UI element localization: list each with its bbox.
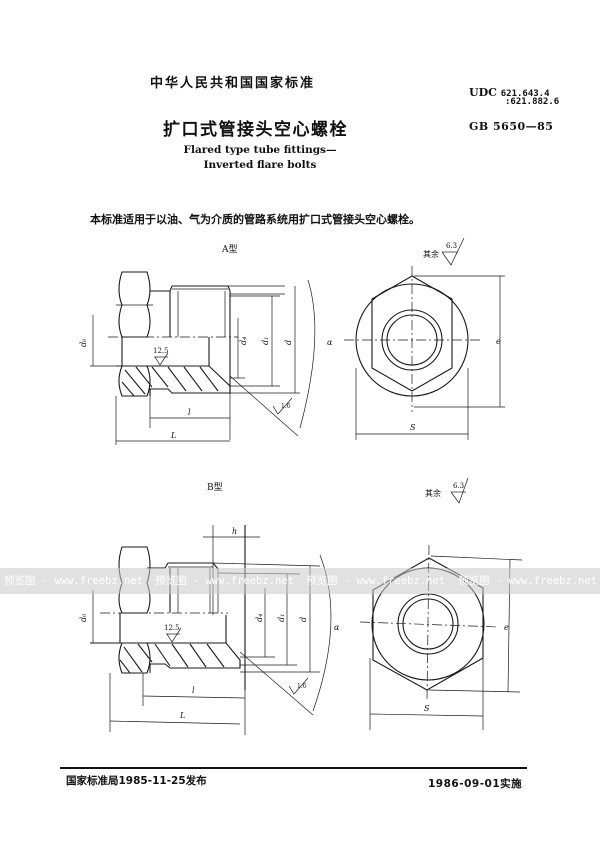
svg-text:α: α bbox=[334, 623, 340, 632]
national-standard-heading: 中华人民共和国国家标准 bbox=[150, 76, 316, 91]
svg-text:l: l bbox=[192, 686, 195, 695]
watermark-text-2: 预览图 - www.freebz.net bbox=[155, 575, 294, 587]
figure-a-remaining-label: 其余 bbox=[423, 250, 439, 259]
issued-date: 国家标准局1985-11-25发布 bbox=[66, 775, 207, 787]
watermark-text-4: 预览图 - www.freebz.net bbox=[458, 575, 597, 587]
udc-label: UDC bbox=[469, 86, 497, 99]
figure-a-type-label: A型 bbox=[222, 245, 238, 255]
watermark-text-1: 预览图 - www.freebz.net bbox=[4, 575, 143, 587]
gb-number: GB 5650—85 bbox=[469, 120, 554, 133]
svg-text:12.5: 12.5 bbox=[164, 624, 180, 632]
title-en-line2: Inverted flare bolts bbox=[203, 159, 317, 171]
watermark-band bbox=[0, 568, 600, 594]
svg-text:h: h bbox=[232, 527, 237, 536]
svg-text:12.5: 12.5 bbox=[153, 347, 169, 355]
svg-text:S: S bbox=[410, 423, 416, 432]
svg-text:l: l bbox=[188, 408, 191, 417]
svg-text:d₀: d₀ bbox=[79, 338, 88, 347]
svg-text:L: L bbox=[179, 711, 185, 720]
svg-text:α: α bbox=[327, 338, 333, 347]
svg-text:d₄: d₄ bbox=[255, 614, 264, 622]
svg-text:d: d bbox=[284, 340, 293, 345]
figure-b-remaining-label: 其余 bbox=[425, 489, 441, 498]
document-title-cn: 扩口式管接头空心螺栓 bbox=[163, 120, 348, 140]
figure-b-type-label: B型 bbox=[207, 483, 223, 493]
svg-text:d₁: d₁ bbox=[277, 614, 286, 622]
udc-code-1: 621.643.4 bbox=[500, 89, 550, 99]
svg-text:L: L bbox=[170, 431, 176, 440]
document-title-en: Flared type tube fittings— Inverted flar… bbox=[0, 143, 520, 173]
watermark-text-3: 预览图 - www.freebz.net bbox=[306, 575, 445, 587]
svg-text:1.6: 1.6 bbox=[297, 683, 307, 690]
svg-text:6.3: 6.3 bbox=[453, 482, 464, 490]
svg-text:d₄: d₄ bbox=[239, 337, 248, 345]
svg-text:d: d bbox=[299, 617, 308, 622]
scope-paragraph: 本标准适用于以油、气为介质的管路系统用扩口式管接头空心螺栓。 bbox=[90, 213, 420, 226]
udc-code-2: :621.882.6 bbox=[505, 97, 560, 107]
title-en-line1: Flared type tube fittings— bbox=[183, 144, 337, 156]
svg-text:d₁: d₁ bbox=[261, 337, 270, 345]
svg-text:d₀: d₀ bbox=[79, 613, 88, 622]
udc-block: UDC 621.643.4 bbox=[469, 86, 550, 99]
svg-text:1.6: 1.6 bbox=[281, 403, 291, 410]
svg-text:S: S bbox=[424, 704, 430, 713]
svg-text:6.3: 6.3 bbox=[446, 242, 457, 250]
footer-divider bbox=[60, 767, 527, 769]
svg-text:e: e bbox=[504, 623, 509, 632]
svg-text:e: e bbox=[496, 337, 501, 346]
effective-date: 1986-09-01实施 bbox=[428, 778, 523, 790]
